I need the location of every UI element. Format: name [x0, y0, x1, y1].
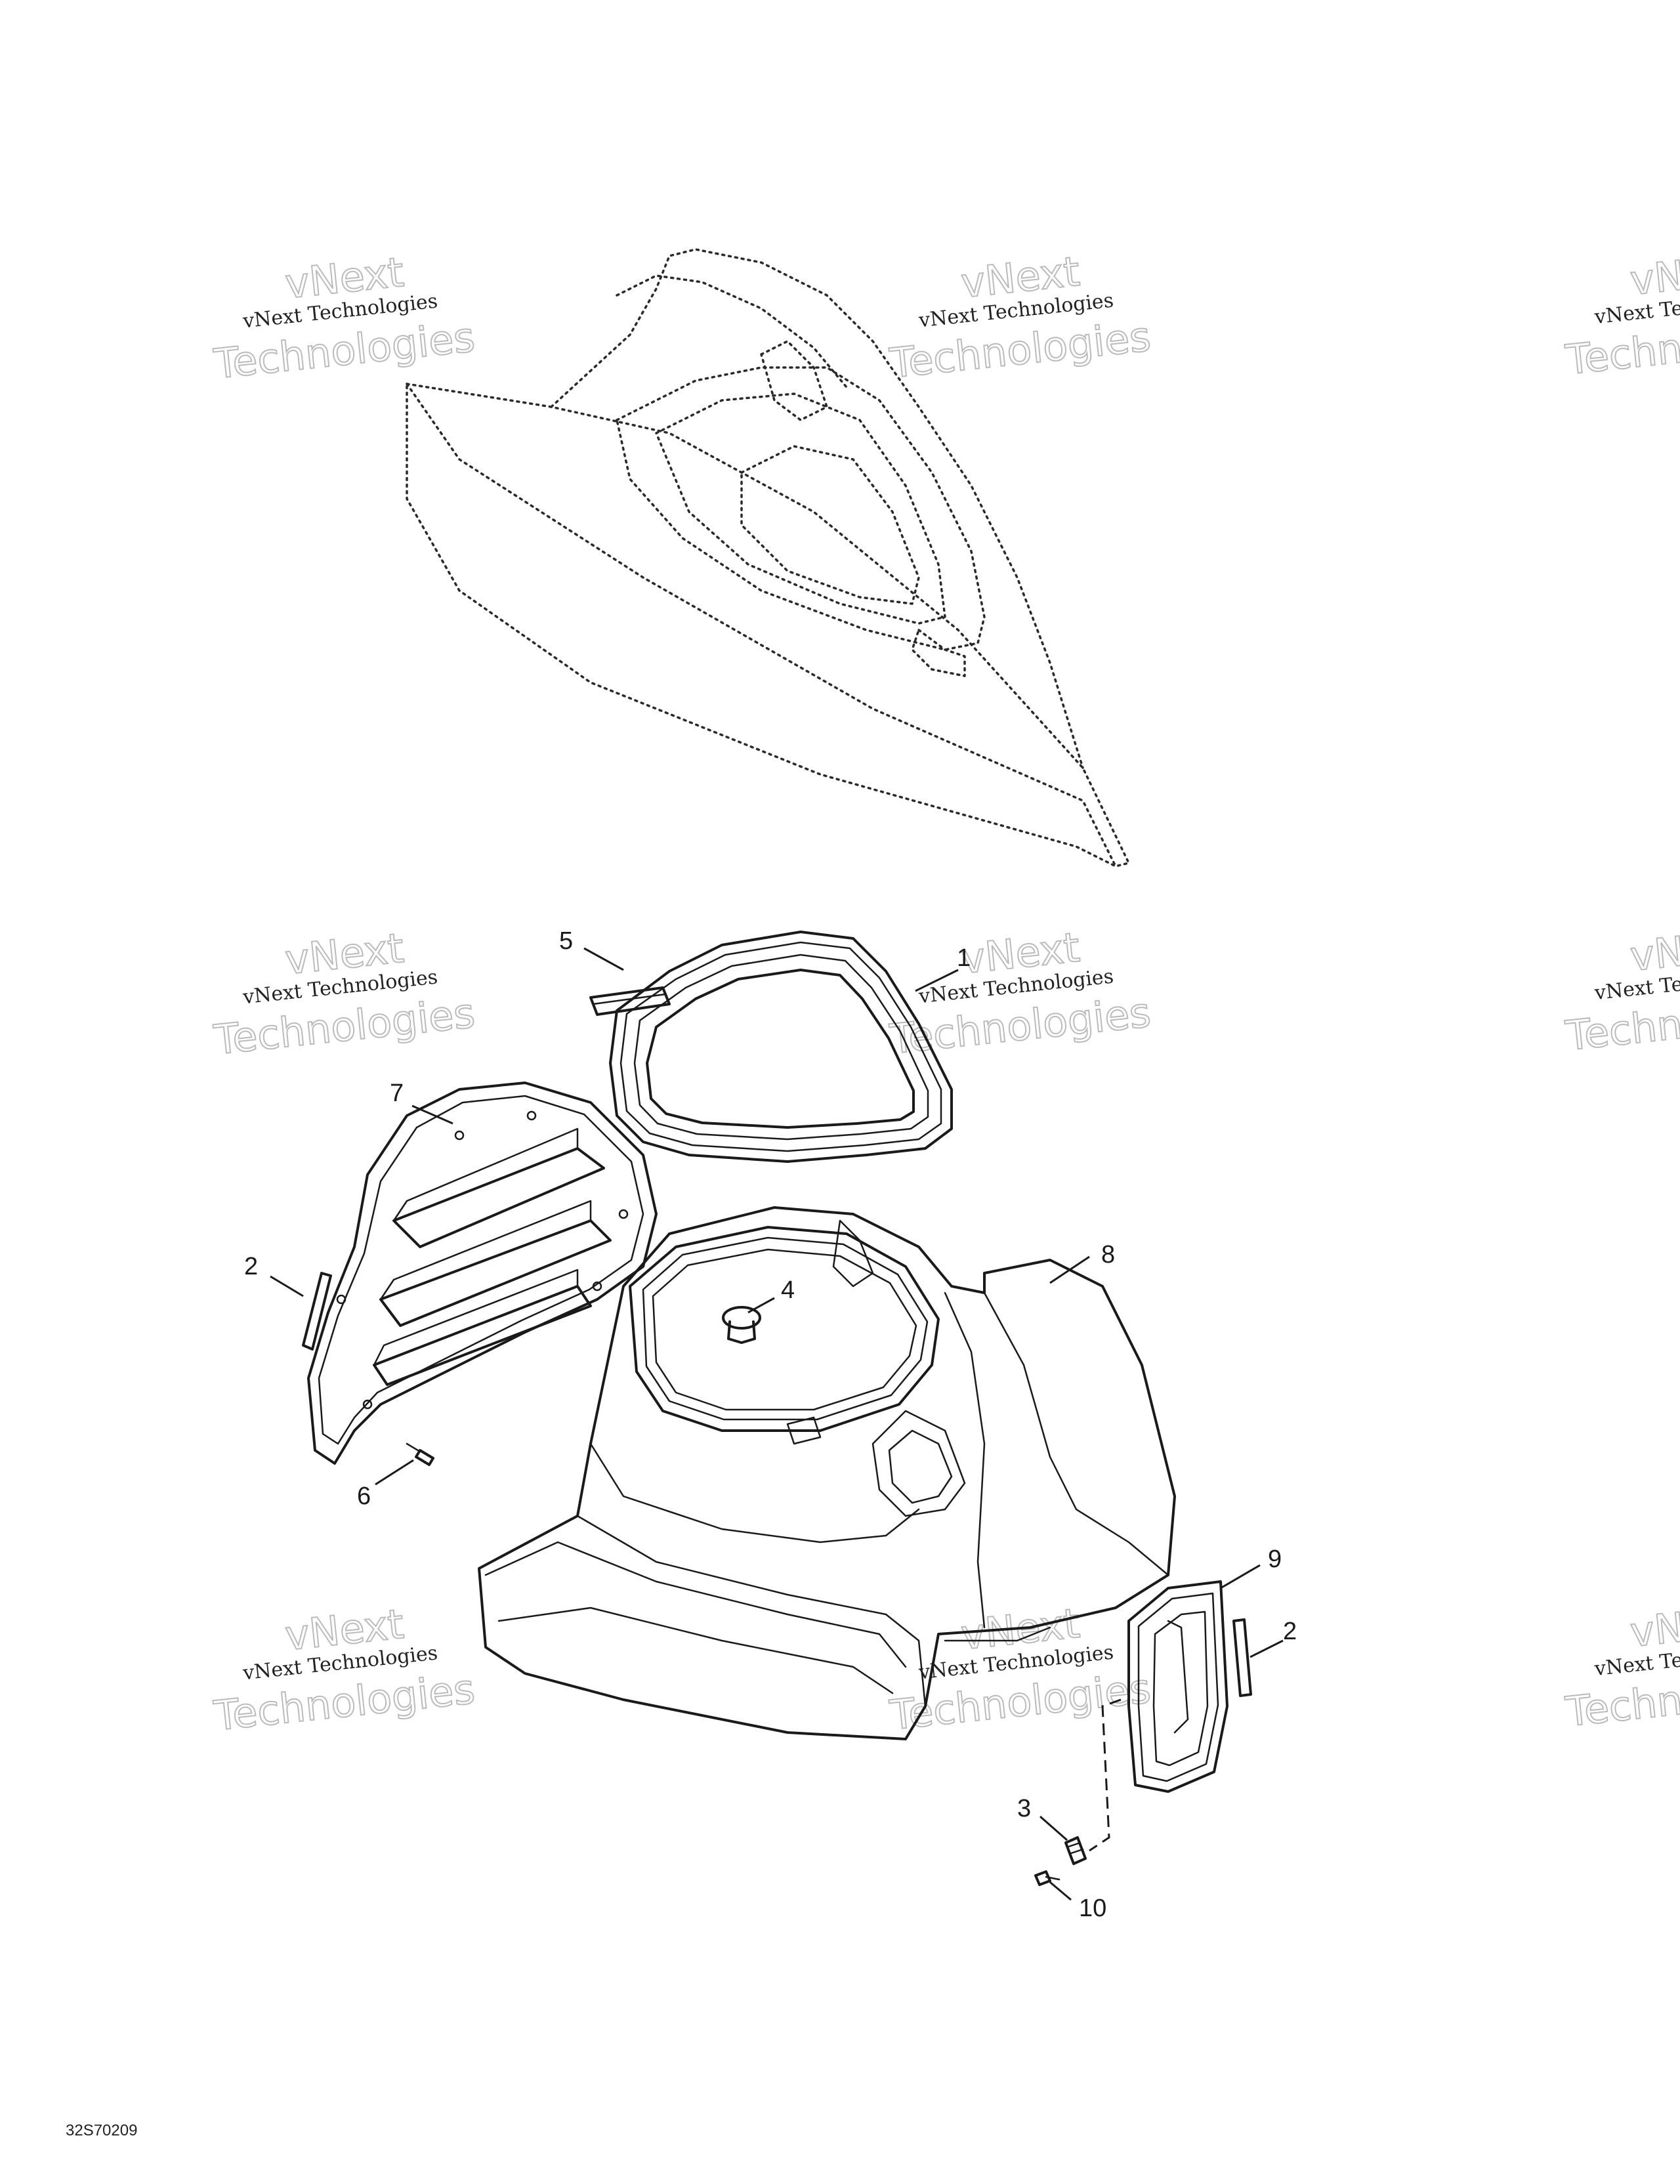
watermark-vnext: vNext — [1628, 1597, 1680, 1657]
part-2-strip-left — [302, 1272, 332, 1351]
watermark-mid-left: Technologies vNext vNext Technologies — [211, 923, 478, 1065]
callout-8: 8 — [1101, 1241, 1115, 1269]
watermark-vnext: vNext — [1628, 245, 1680, 305]
watermark-mid-center: Technologies vNext vNext Technologies — [887, 923, 1154, 1064]
watermark-mid-right: Technologies vNext vNext Technologies — [1563, 920, 1680, 1061]
callout-3: 3 — [1017, 1795, 1031, 1822]
part-5-strip — [589, 986, 671, 1016]
part-2-strip-right — [1232, 1618, 1252, 1697]
callout-7: 7 — [390, 1080, 404, 1107]
watermark-top-left: Technologies vNext vNext Technologies — [211, 247, 478, 389]
part-8-storage-bin — [478, 1206, 1176, 1740]
callout-1: 1 — [957, 944, 971, 972]
callout-2-right: 2 — [1283, 1618, 1297, 1645]
part-6-screw — [406, 1442, 434, 1466]
grille-hole — [618, 1209, 629, 1219]
watermark-bottom-left: Technologies vNext vNext Technologies — [211, 1599, 478, 1741]
grille-hole — [592, 1281, 602, 1292]
assembly-line — [1089, 1698, 1122, 1852]
part-7-vent-cover — [307, 1082, 658, 1465]
leader-lines — [270, 947, 1284, 1901]
callout-2-left: 2 — [244, 1253, 258, 1280]
figure-reference: 32S70209 — [66, 2122, 137, 2139]
hull-outline — [406, 248, 1130, 868]
callout-6: 6 — [357, 1482, 371, 1510]
watermark-top-right: Technologies vNext vNext Technologies — [1563, 244, 1680, 385]
part-10-screw — [1034, 1870, 1060, 1886]
grille-hole — [336, 1294, 346, 1305]
part-4-plug — [722, 1306, 761, 1344]
part-9-vent-frame — [1127, 1580, 1228, 1793]
grille-hole — [362, 1399, 373, 1410]
callout-9: 9 — [1268, 1545, 1282, 1573]
grille-hole — [526, 1110, 537, 1121]
callout-5: 5 — [559, 927, 573, 955]
watermark-top-center: Technologies vNext vNext Technologies — [887, 247, 1154, 388]
callout-4: 4 — [781, 1276, 795, 1304]
part-1-seal — [609, 931, 953, 1163]
part-3-clip — [1064, 1836, 1087, 1865]
grille-hole — [454, 1130, 465, 1141]
watermark-vnext: vNext — [1628, 921, 1680, 981]
watermark-bottom-right: Technologies vNext vNext Technologies — [1563, 1596, 1680, 1737]
callout-10: 10 — [1079, 1895, 1106, 1922]
